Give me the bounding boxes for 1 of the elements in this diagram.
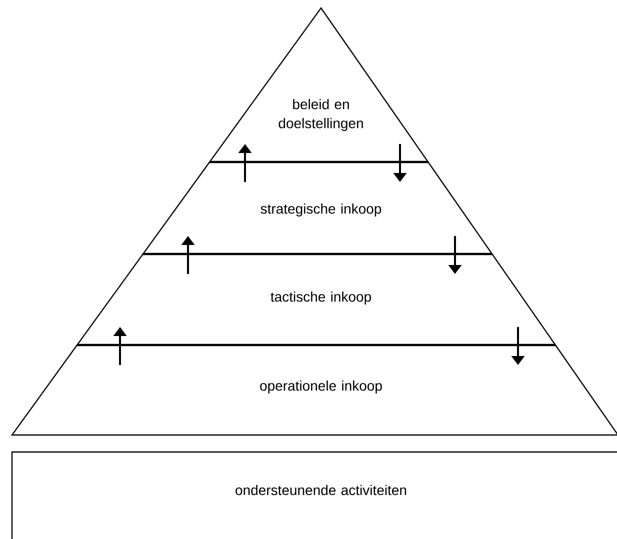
support-box: ondersteunende activiteiten: [11, 451, 617, 539]
